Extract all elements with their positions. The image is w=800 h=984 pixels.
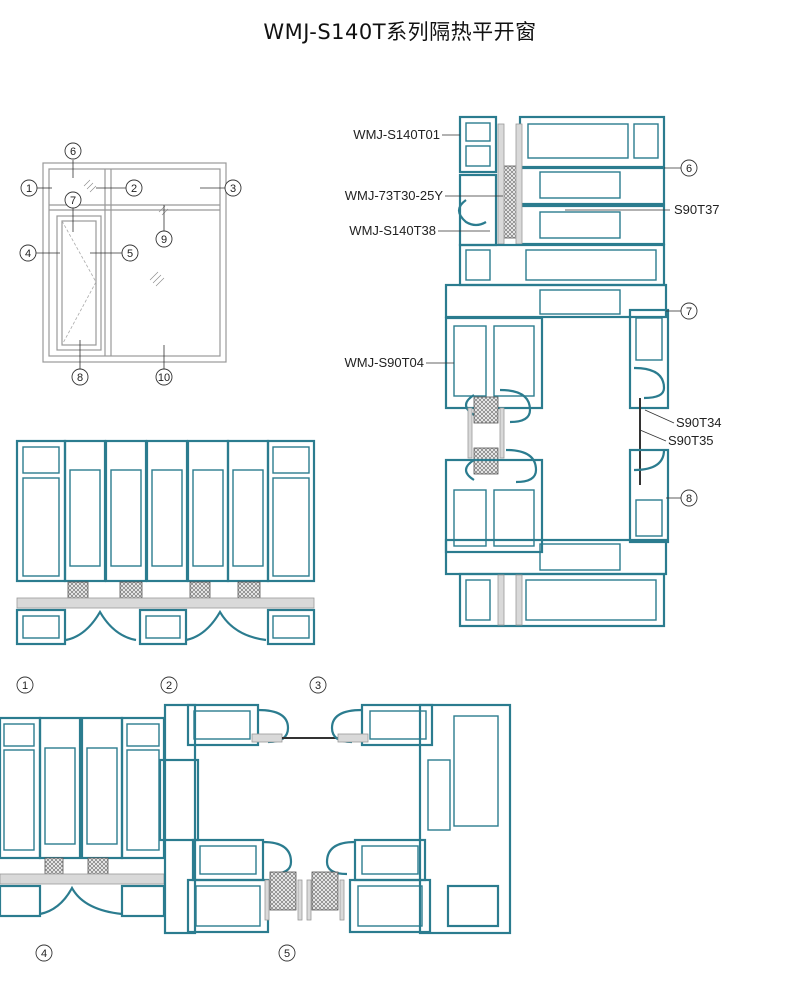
horizontal-section-upper bbox=[15, 439, 316, 646]
callout-number: 5 bbox=[127, 248, 133, 260]
label-t35: S90T35 bbox=[668, 433, 714, 448]
callout-6 bbox=[64, 142, 82, 160]
callout-number: 3 bbox=[315, 680, 321, 692]
page-title: WMJ-S140T系列隔热平开窗 bbox=[263, 20, 537, 44]
callout-number: 8 bbox=[77, 372, 83, 384]
callout-number: 3 bbox=[230, 183, 236, 195]
callout-number: 7 bbox=[686, 306, 692, 318]
label-t30: WMJ-73T30-25Y bbox=[345, 188, 444, 203]
window-elevation: 6 1 2 3 7 9 4 5 8 10 bbox=[19, 142, 242, 386]
label-t01: WMJ-S140T01 bbox=[353, 127, 440, 142]
label-t34: S90T34 bbox=[676, 415, 722, 430]
callout-number: 2 bbox=[166, 680, 172, 692]
callout-number: 6 bbox=[686, 163, 692, 175]
callout-number: 5 bbox=[284, 948, 290, 960]
callout-number: 7 bbox=[70, 195, 76, 207]
callout-number: 10 bbox=[158, 372, 170, 384]
label-t04: WMJ-S90T04 bbox=[345, 355, 424, 370]
label-t38: WMJ-S140T38 bbox=[349, 223, 436, 238]
vertical-section: WMJ-S140T01 WMJ-73T30-25Y WMJ-S140T38 S9… bbox=[345, 115, 722, 628]
callout-number: 1 bbox=[22, 680, 28, 692]
callout-number: 1 bbox=[26, 183, 32, 195]
horizontal-section-lower: 1 2 3 4 5 bbox=[0, 676, 512, 962]
callout-number: 4 bbox=[25, 248, 31, 260]
callout-number: 4 bbox=[41, 948, 47, 960]
callout-number: 6 bbox=[70, 146, 76, 158]
callout-number: 8 bbox=[686, 493, 692, 505]
label-t37: S90T37 bbox=[674, 202, 720, 217]
callout-number: 2 bbox=[131, 183, 137, 195]
callout-number: 9 bbox=[161, 234, 167, 246]
